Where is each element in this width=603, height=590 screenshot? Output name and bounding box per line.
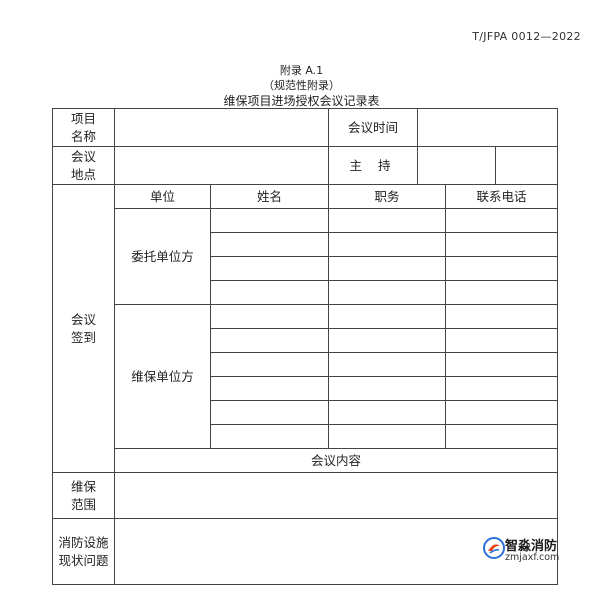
maintenance-scope-field[interactable]	[113, 472, 559, 519]
position-cell[interactable]	[328, 304, 447, 329]
name-cell[interactable]	[209, 376, 330, 401]
project-name-field[interactable]	[113, 108, 330, 147]
meeting-time-label: 会议时间	[328, 108, 419, 147]
watermark: 智淼消防 zmjaxf.com	[483, 533, 583, 569]
meeting-place-text: 会议地点	[70, 148, 96, 182]
client-unit-label: 委托单位方	[114, 208, 211, 305]
phone-cell[interactable]	[445, 424, 559, 449]
signin-label: 会议签到	[52, 184, 115, 473]
phone-cell[interactable]	[445, 352, 559, 377]
row-meeting-content: 会议内容	[53, 448, 559, 473]
project-name-text: 项目名称	[70, 110, 96, 144]
row-meeting-place: 会议地点 主 持 记录	[52, 146, 559, 185]
table-row	[53, 352, 559, 377]
maintenance-unit-label: 维保单位方	[114, 304, 211, 449]
name-cell[interactable]	[209, 328, 330, 353]
maintenance-scope-text: 维保范围	[70, 478, 96, 512]
form-title: 维保项目进场授权会议记录表	[223, 94, 380, 108]
phone-cell[interactable]	[445, 280, 559, 305]
position-cell[interactable]	[328, 328, 447, 353]
recorder-cell: 记录	[495, 146, 559, 185]
table-row: 委托单位方	[53, 208, 559, 305]
col-position-header: 职务	[328, 184, 447, 209]
row-fire-facility-issues: 消防设施现状问题	[52, 518, 559, 585]
appendix-label: 附录 A.1	[279, 64, 324, 77]
maintenance-scope-label: 维保范围	[52, 472, 115, 519]
table-row	[53, 328, 559, 353]
phone-cell[interactable]	[445, 400, 559, 425]
position-cell[interactable]	[328, 280, 447, 305]
phone-cell[interactable]	[445, 376, 559, 401]
name-cell[interactable]	[209, 208, 330, 233]
host-label: 主 持	[328, 146, 419, 185]
phone-cell[interactable]	[445, 232, 559, 257]
host-field[interactable]	[417, 146, 497, 185]
table-row	[53, 280, 559, 305]
name-cell[interactable]	[209, 280, 330, 305]
name-cell[interactable]	[209, 352, 330, 377]
standard-code: T/JFPA 0012—2022	[472, 30, 581, 43]
position-cell[interactable]	[328, 232, 447, 257]
phone-cell[interactable]	[445, 208, 559, 233]
meeting-place-label: 会议地点	[52, 146, 115, 185]
row-signin-header: 会议签到 单位 姓名 职务 联系电话	[52, 184, 559, 473]
fire-facility-issues-field[interactable]	[113, 518, 559, 585]
brand-logo-icon	[483, 537, 505, 559]
fire-facility-issues-text: 消防设施现状问题	[58, 534, 109, 568]
phone-cell[interactable]	[445, 304, 559, 329]
col-unit-header: 单位	[114, 184, 211, 209]
watermark-brand: 智淼消防	[505, 539, 558, 554]
appendix-type: （规范性附录）	[263, 79, 340, 92]
position-cell[interactable]	[328, 424, 447, 449]
project-name-label: 项目名称	[52, 108, 115, 147]
table-row: 维保单位方	[53, 304, 559, 449]
watermark-url: zmjaxf.com	[505, 552, 560, 563]
position-cell[interactable]	[328, 208, 447, 233]
col-phone-header: 联系电话	[445, 184, 559, 209]
name-cell[interactable]	[209, 232, 330, 257]
position-cell[interactable]	[328, 400, 447, 425]
meeting-content-label: 会议内容	[113, 448, 559, 473]
phone-cell[interactable]	[445, 256, 559, 281]
position-cell[interactable]	[328, 376, 447, 401]
signin-text: 会议签到	[70, 311, 96, 345]
meeting-time-field[interactable]	[417, 108, 559, 147]
row-maintenance-scope: 维保范围	[52, 472, 559, 519]
fire-facility-issues-label: 消防设施现状问题	[52, 518, 115, 585]
meeting-place-field[interactable]	[113, 146, 330, 185]
position-cell[interactable]	[328, 256, 447, 281]
name-cell[interactable]	[209, 256, 330, 281]
name-cell[interactable]	[209, 424, 330, 449]
position-cell[interactable]	[328, 352, 447, 377]
row-project-name: 项目名称 会议时间	[52, 108, 559, 147]
name-cell[interactable]	[209, 304, 330, 329]
col-name-header: 姓名	[209, 184, 330, 209]
phone-cell[interactable]	[445, 328, 559, 353]
meeting-record-form: 项目名称 会议时间 会议地点 主 持 记录 会议签到 单位 姓名 职务 联系电话…	[52, 108, 559, 585]
name-cell[interactable]	[209, 400, 330, 425]
